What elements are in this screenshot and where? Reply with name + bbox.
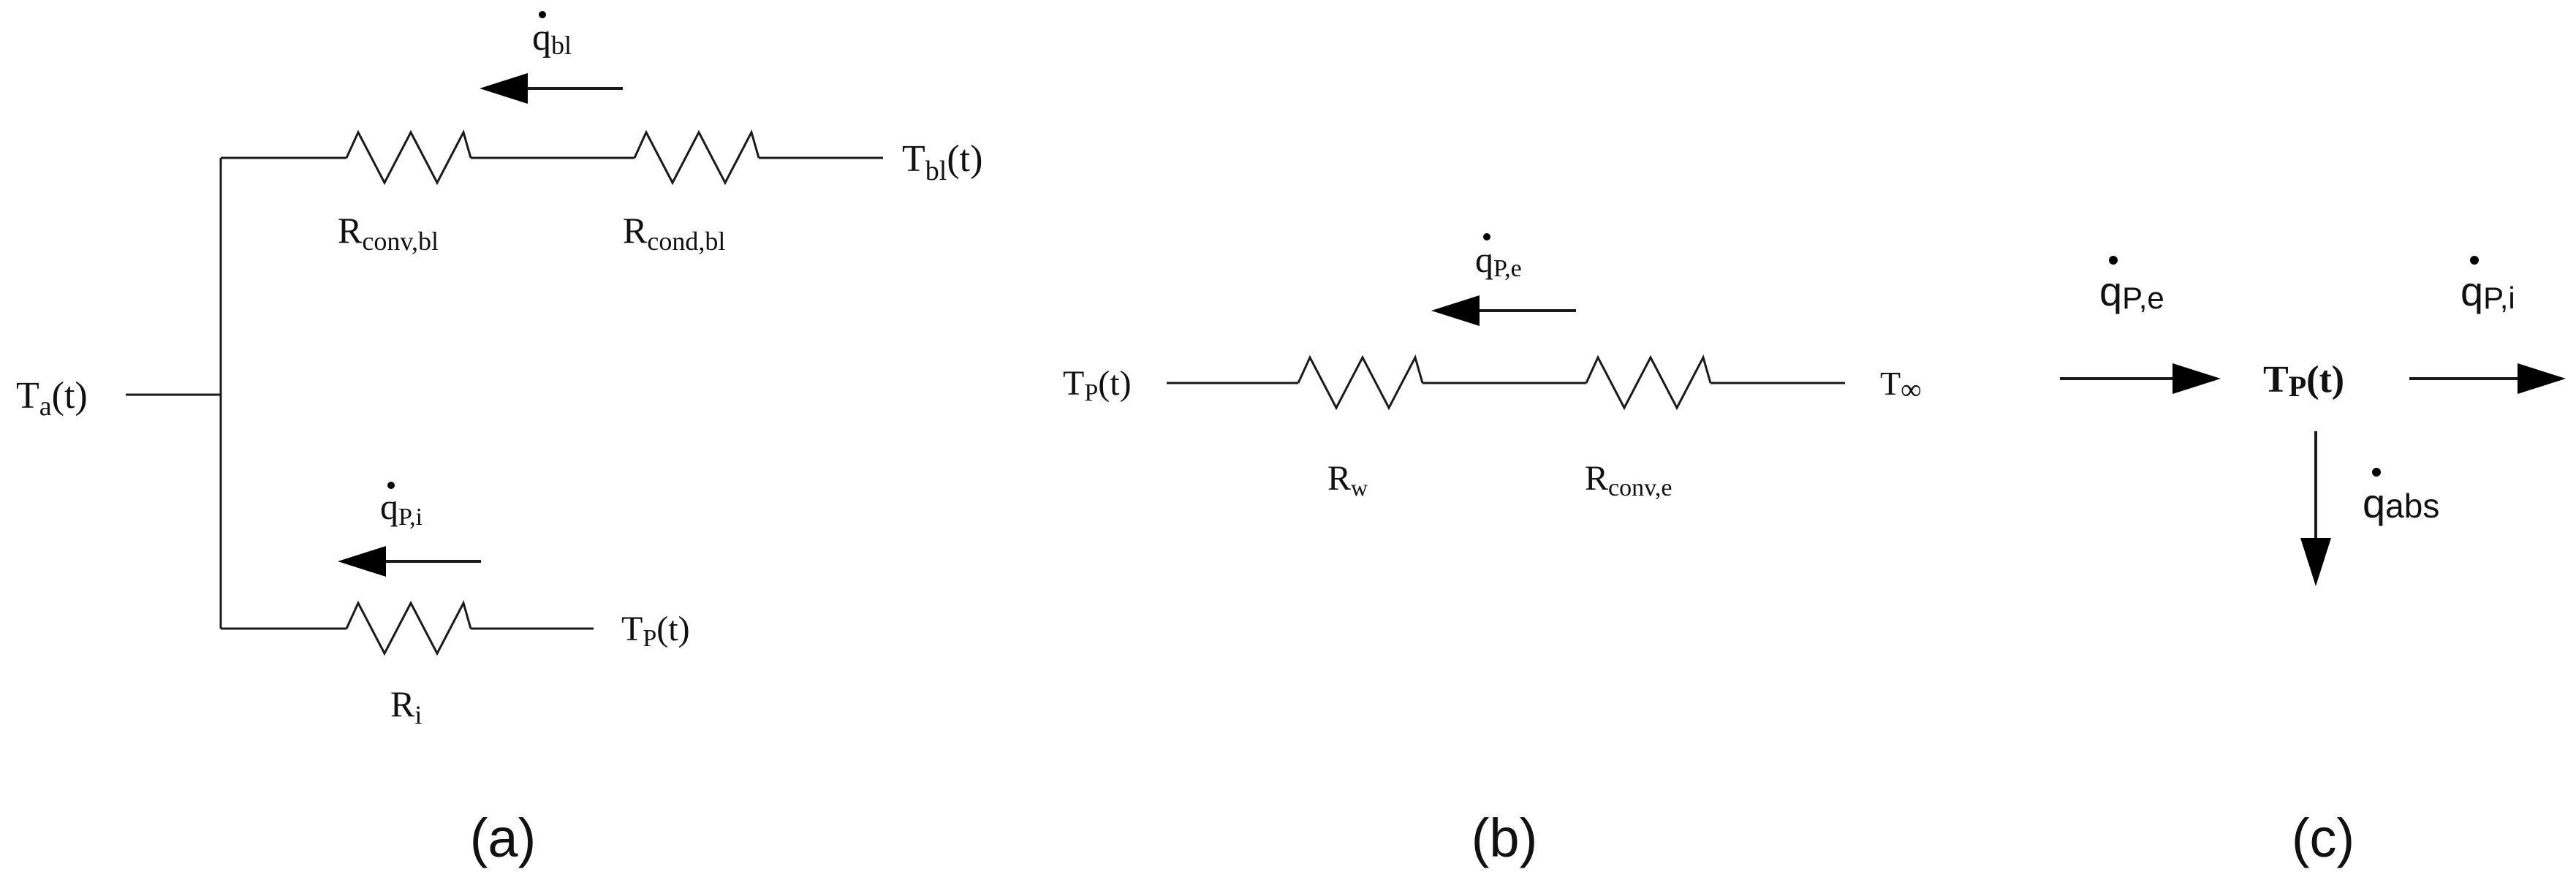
resistor-conv-bl-zigzag <box>345 129 472 186</box>
svg-text:qabs: qabs <box>2363 480 2439 526</box>
resistor-cond-bl-label: Rcond,bl <box>623 210 725 256</box>
resistor-i-label: Ri <box>390 683 422 729</box>
node-tinf-label: T∞ <box>1880 365 1922 406</box>
svg-text:qP,e: qP,e <box>2099 268 2164 315</box>
panel-b-caption: (b) <box>1471 808 1537 868</box>
node-tbl-label: Tbl(t) <box>902 138 982 186</box>
svg-text:qP,e: qP,e <box>1475 239 1522 282</box>
panel-c: TP(t) qP,e qP,i qabs (c) <box>2060 256 2566 868</box>
flux-out-arrow-c <box>2409 363 2566 394</box>
flux-bl-arrow <box>480 73 623 104</box>
node-ta-label: Ta(t) <box>16 375 88 422</box>
flux-in-label-c: qP,e <box>2099 256 2164 315</box>
resistor-conv-e-label: Rconv,e <box>1585 459 1672 501</box>
resistor-w-label: Rw <box>1327 459 1368 501</box>
node-tp-label-a: TP(t) <box>621 610 690 652</box>
panel-b: TP(t) T∞ Rw Rconv,e qP,e (b) <box>1063 233 1922 868</box>
flux-out-label-c: qP,i <box>2461 256 2515 315</box>
resistor-cond-bl-zigzag <box>633 129 760 186</box>
panel-a: Ta(t) Tbl(t) TP(t) Rconv,bl Rcond,bl Ri … <box>16 11 982 868</box>
resistor-conv-e-zigzag <box>1585 354 1712 411</box>
flux-pe-label-b: qP,e <box>1475 233 1522 282</box>
flux-bl-label: qbl <box>532 11 572 60</box>
flux-down-label-c: qabs <box>2363 468 2439 526</box>
flux-pi-arrow <box>338 546 481 577</box>
flux-pi-label: qP,i <box>380 482 423 531</box>
svg-text:qP,i: qP,i <box>2461 268 2515 315</box>
flux-pe-arrow-b <box>1431 295 1576 326</box>
node-tp-label-c: TP(t) <box>2263 359 2344 403</box>
resistor-w-zigzag <box>1297 354 1424 411</box>
resistor-i-zigzag <box>345 599 472 656</box>
panel-c-caption: (c) <box>2292 808 2355 868</box>
flux-down-arrow-c <box>2300 431 2331 586</box>
svg-text:qP,i: qP,i <box>380 486 423 531</box>
flux-in-arrow-c <box>2060 363 2221 394</box>
resistor-conv-bl-label: Rconv,bl <box>338 210 439 256</box>
svg-text:qbl: qbl <box>532 17 572 60</box>
panel-a-caption: (a) <box>470 808 536 868</box>
node-tp-label-b: TP(t) <box>1063 364 1132 406</box>
